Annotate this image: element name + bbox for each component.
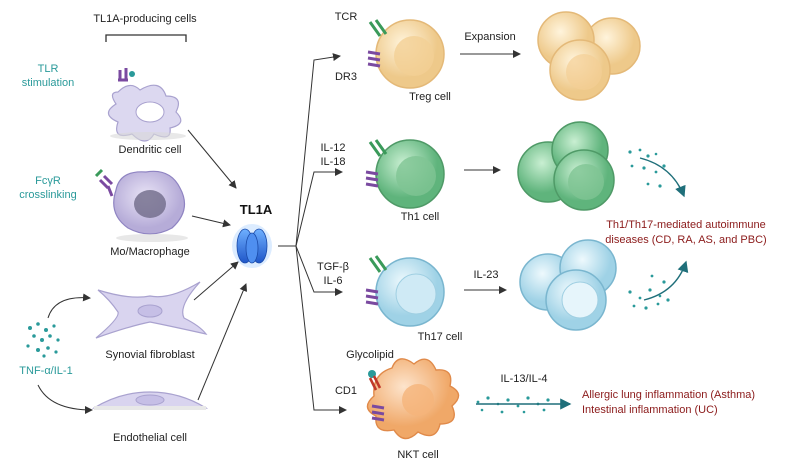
fcgr-receptor-icon [98,174,114,197]
glycolipid-label: Glycolipid [346,349,394,361]
cytokine-dots [26,322,60,358]
tl1a-trimer-icon [232,224,272,268]
nkt-cytokine-release [476,396,550,414]
autoimmune-outcome-line2: diseases (CD, RA, AS, and PBC) [605,234,766,246]
arrow-endothelial-to-tl1a [197,283,248,401]
treg-cell [367,19,445,89]
tlr-receptor-icon [118,68,128,82]
il12-label: IL-12 [320,142,345,154]
arrow-tnf-to-endothelial [37,384,93,414]
fibroblast-label: Synovial fibroblast [105,349,194,361]
autoimmune-outcome-line1: Th1/Th17-mediated autoimmune [606,219,766,231]
arrow-fibroblast-to-tl1a [193,261,239,301]
expansion-label: Expansion [464,31,515,43]
producing-cells-title: TL1A-producing cells [93,13,197,25]
arrow-to-nkt [295,245,347,414]
il23-label: IL-23 [473,269,498,281]
arrow-th17-cytokines [643,260,689,301]
crosslinking-label: crosslinking [19,189,76,201]
tgfb-label: TGF-β [317,261,349,273]
tl1a-label: TL1A [240,202,273,217]
expanded-th17-cells [519,239,617,331]
fcgr-label: FcγR [35,175,61,187]
th17-label: Th17 cell [418,331,463,343]
nkt-label: NKT cell [397,449,438,461]
treg-label: Treg cell [409,91,451,103]
uc-outcome: Intestinal inflammation (UC) [582,404,718,416]
arrow-dendritic-to-tl1a [187,129,237,189]
dendritic-cell-label: Dendritic cell [119,144,182,156]
th1-label: Th1 cell [401,211,440,223]
macrophage-label: Mo/Macrophage [110,246,190,258]
dr3-label: DR3 [335,71,357,83]
tlr-label: TLR [38,63,59,75]
th17-cell [365,255,445,327]
cd1-label: CD1 [335,385,357,397]
endothelial-cell [91,391,209,410]
th17-cytokine-release [628,274,670,310]
il6-label: IL-6 [324,275,343,287]
stimulation-label: stimulation [22,77,75,89]
th1-cell [365,139,445,209]
producing-cells-bracket [105,34,187,42]
endothelial-label: Endothelial cell [113,432,187,444]
arrow-tnf-to-fibroblast [47,293,91,319]
il18-label: IL-18 [320,156,345,168]
arrow-to-treg [295,53,341,247]
dendritic-cell [107,68,186,142]
synovial-fibroblast [95,281,208,339]
arrow-to-th1 [295,168,343,247]
arrow-macrophage-to-tl1a [191,215,231,228]
expanded-th1-cells [517,121,615,211]
arrow-th1-cytokines [639,157,686,198]
macrophage-cell [94,168,188,242]
tcr-label: TCR [335,11,358,23]
tcr-receptor-icon [368,19,388,37]
cd1-receptor-icon [368,375,382,391]
th1-cytokine-release [628,148,666,188]
asthma-outcome: Allergic lung inflammation (Asthma) [582,389,755,401]
nkt-cell [366,358,460,440]
tnf-il1-label: TNF-α/IL-1 [19,365,72,377]
arrow-to-th17 [295,245,343,296]
il13-il4-label: IL-13/IL-4 [500,373,547,385]
dr3-receptor-icon [367,50,381,68]
expanded-treg-cells [537,11,641,101]
